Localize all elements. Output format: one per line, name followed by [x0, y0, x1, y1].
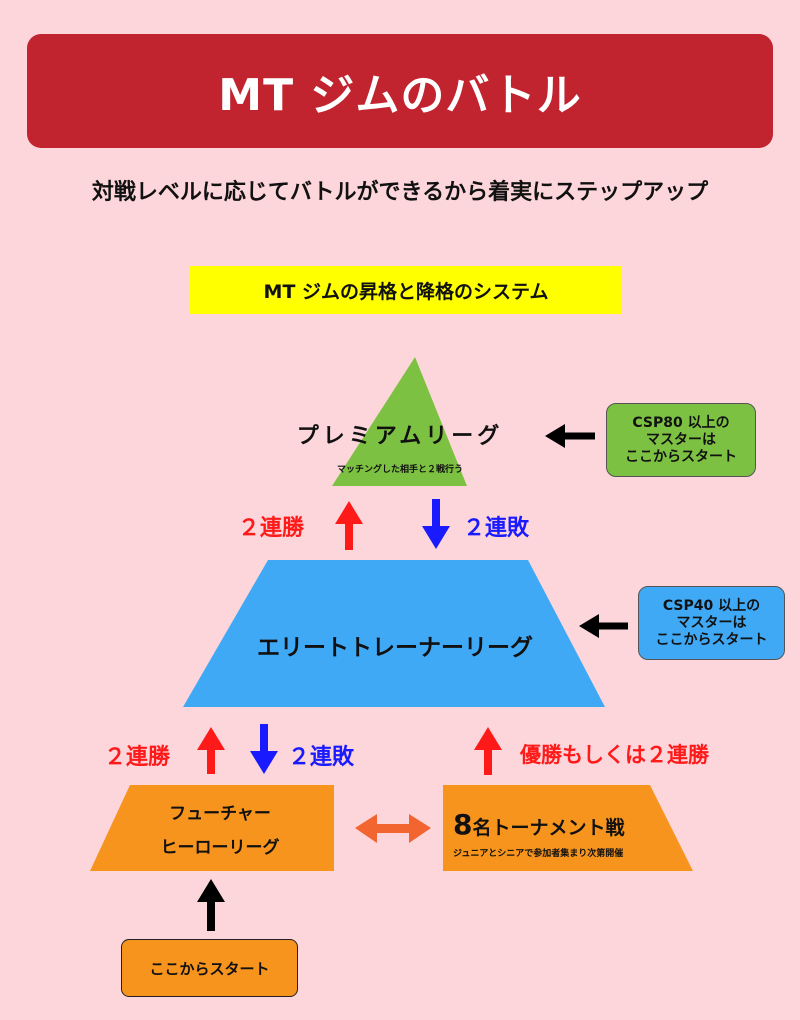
elite-start-line: CSP40 以上の: [662, 597, 761, 614]
lose-label-lower: ２連敗: [288, 745, 355, 770]
elite-start-line: ここからスタート: [655, 631, 768, 648]
elite-league-trapezoid: [183, 560, 605, 707]
premier-start-line: CSP80 以上の: [632, 414, 730, 431]
tournament-trapezoid: [443, 785, 693, 871]
elite-start-line: マスターは: [676, 614, 747, 631]
win-label-lower: ２連勝: [104, 745, 171, 770]
lose-label-upper: ２連敗: [463, 516, 530, 541]
premier-start-line: マスターは: [646, 431, 716, 448]
double-arrow-icon: [355, 814, 431, 843]
tournament-title: 8名トーナメント戦: [453, 808, 653, 841]
arrow-down-blue-icon: [250, 724, 278, 774]
future-league-title-line: フューチャー: [169, 804, 271, 824]
premier-league-title: プレミアムリーグ: [296, 424, 504, 449]
future-league-title: フューチャー ヒーローリーグ: [110, 797, 330, 865]
elite-league-title: エリートトレーナーリーグ: [257, 635, 533, 661]
future-league-trapezoid: [90, 785, 334, 871]
arrow-up-red-icon: [474, 727, 502, 775]
arrow-left-icon: [545, 424, 595, 448]
tournament-up-label: 優勝もしくは２連勝: [520, 743, 709, 767]
premier-start-note: CSP80 以上の マスターは ここからスタート: [606, 403, 756, 477]
arrow-up-red-icon: [197, 727, 225, 774]
win-label-upper: ２連勝: [238, 516, 305, 541]
page-title: MT ジムのバトル: [218, 70, 582, 121]
premier-league-triangle: [332, 357, 467, 486]
future-league-title-line: ヒーローリーグ: [160, 838, 280, 858]
system-label: MT ジムの昇格と降格のシステム: [190, 266, 622, 314]
arrow-down-blue-icon: [422, 499, 450, 549]
start-box: ここからスタート: [121, 939, 298, 997]
premier-league-note: マッチングした相手と２戦行う: [336, 465, 463, 475]
arrow-up-red-icon: [335, 501, 363, 550]
elite-start-note: CSP40 以上の マスターは ここからスタート: [638, 586, 785, 660]
title-banner: MT ジムのバトル: [27, 34, 773, 148]
arrow-up-icon: [197, 879, 225, 931]
tournament-title-number: 8: [453, 808, 473, 841]
arrow-left-icon: [579, 614, 628, 638]
tournament-note: ジュニアとシニアで参加者集まり次第開催: [453, 849, 624, 859]
tournament-title-text: 名トーナメント戦: [472, 817, 625, 839]
subtitle: 対戦レベルに応じてバトルができるから着実にステップアップ: [91, 180, 709, 205]
premier-start-line: ここからスタート: [625, 448, 737, 465]
